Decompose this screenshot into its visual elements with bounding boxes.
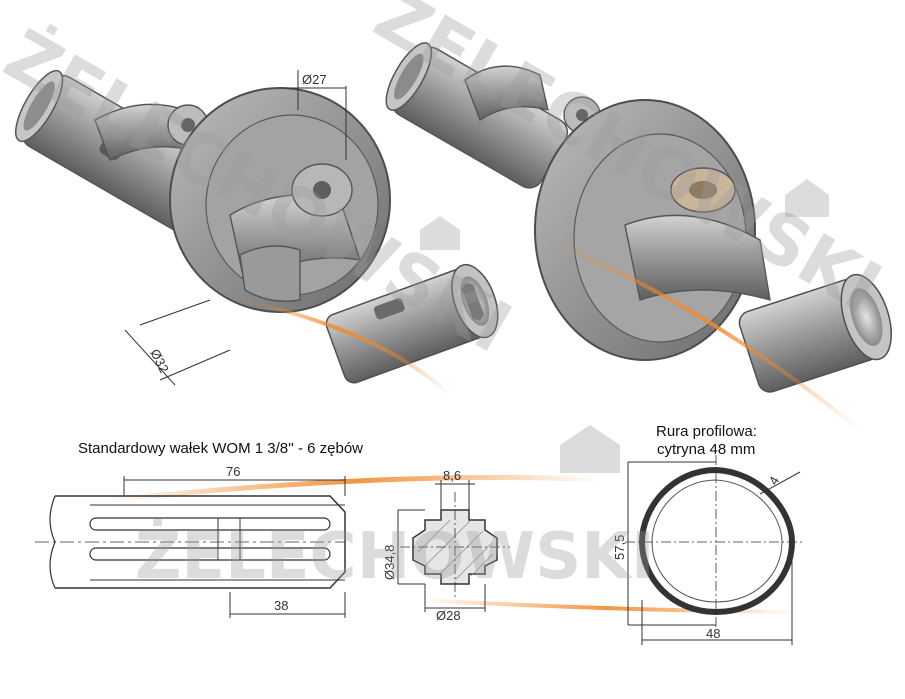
dim-spline-inner: Ø28: [436, 608, 461, 623]
dim-yoke-pin: Ø32: [147, 347, 172, 376]
accent-swoosh: [109, 475, 601, 503]
accent-swoosh: [544, 238, 862, 432]
tube-profile-section: 57,5 48 4: [612, 455, 805, 645]
watermark-text: ŻELECHOWSKI: [135, 518, 655, 594]
dim-tube-wall: 4: [766, 474, 783, 488]
dim-shaft-length: 76: [226, 464, 240, 479]
accent-swoosh: [419, 598, 796, 614]
yoke-left-3d: Ø27 Ø32: [15, 69, 499, 386]
dim-tube-width: 48: [706, 626, 720, 641]
shaft-side-view: 76 38: [35, 464, 346, 618]
dim-spline-outer: Ø34,8: [382, 545, 397, 580]
accent-swoosh: [239, 298, 452, 397]
dim-tube-height: 57,5: [612, 535, 627, 560]
tube-caption-line2: cytryna 48 mm: [657, 441, 756, 458]
dim-spline-width: 8,6: [443, 468, 461, 483]
shaft-caption: Standardowy wałek WOM 1 3/8'' - 6 zębów: [78, 440, 364, 457]
dim-yoke-bore: Ø27: [302, 72, 327, 87]
dim-shaft-groove: 38: [274, 598, 288, 613]
yoke-right-3d: [385, 42, 892, 393]
spline-cross-section: 8,6 Ø34,8 Ø28: [382, 468, 510, 623]
tube-caption-line1: Rura profilowa:: [656, 423, 757, 440]
